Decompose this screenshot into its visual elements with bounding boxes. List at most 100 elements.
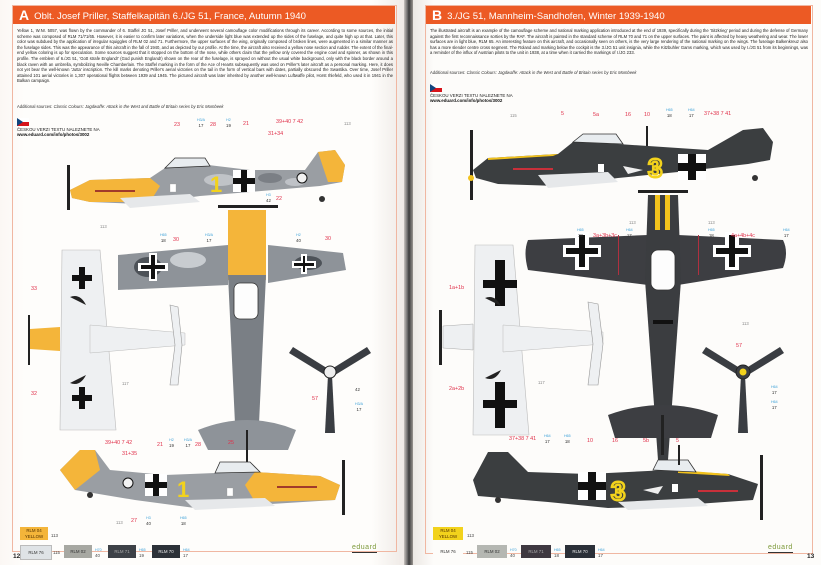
profile-a-side-view-top: 1 [67,150,345,210]
callout-label: 113 [742,321,749,326]
czech-version-link[interactable]: www.eduard.com/info/photos/3002 [430,98,503,103]
callout-label: 31+35 [122,451,138,457]
callout-label: 37+38 7 41 [509,436,537,442]
callout-label: 16 [612,438,618,444]
additional-sources: Additional sources: Classic Colours: Jag… [430,70,637,75]
profile-b-side-view-top: 3 [468,126,773,200]
callout-label: 42 [355,387,360,392]
additional-sources: Additional sources: Classic Colours: Jag… [17,104,224,109]
page-frame [425,5,813,554]
propeller-front-view [289,347,371,433]
callout-label: 1a+1b [449,285,465,291]
color-swatch-rlm71: RLM 71 [108,545,136,558]
czech-flag-icon [17,118,29,126]
czech-version-link[interactable]: www.eduard.com/info/photos/3002 [17,132,90,137]
svg-text:3: 3 [611,476,625,506]
color-swatch-rlm71: RLM 71 [521,545,551,558]
color-swatch-rlm04: RLM 04 YELLOW [433,527,463,540]
svg-text:1: 1 [210,172,222,197]
callout-label: 117 [122,381,129,386]
svg-text:1: 1 [177,477,189,502]
callout-label: 113 [629,220,636,225]
profile-a-header: A Oblt. Josef Priller, Staffelkapitän 6./… [13,6,395,24]
page-frame [12,5,397,552]
callout-label: 16 [625,112,631,118]
profile-a-side-view-bottom: 1 [60,450,345,515]
callout-label: 5 [561,111,564,117]
callout-label: 5 [676,438,679,444]
profile-title: 3./JG 51, Mannheim-Sandhofen, Winter 193… [447,11,665,22]
callout-label: 32 [31,391,37,397]
page-number: 13 [807,553,815,560]
profile-b-underside-view [439,244,604,436]
color-swatch-rlm02: RLM 02 [64,545,92,558]
callout-label: 30 [325,236,331,242]
swatch-number: 115 [53,550,60,555]
profile-b-side-view-bottom: 3 [473,445,763,520]
callout-label: 10 [587,438,593,444]
callout-label: 5a [593,112,599,118]
profile-title: Oblt. Josef Priller, Staffelkapitän 6./J… [34,11,306,22]
profile-a-top-view [118,205,346,465]
callout-label: 113 [344,121,351,126]
profile-b-top-view [525,190,786,460]
book-gutter [404,0,413,565]
callout-label: 21 [157,442,163,448]
svg-text:3: 3 [648,153,662,183]
czech-version-text: ČESKOU VERZI TEXTU NALEZNETE NA [430,93,513,98]
page-number: 12 [13,553,21,560]
profile-letter: A [19,7,30,23]
callout-label: 39+40 7 42 [105,440,133,446]
swatch-number: 115 [466,550,473,555]
color-swatch-rlm04: RLM 04 YELLOW [20,527,48,540]
profile-description: The illustrated aircraft is an example o… [430,28,808,56]
color-swatch-rlm02: RLM 02 [477,545,507,558]
page-right-profile-b: B 3./JG 51, Mannheim-Sandhofen, Winter 19… [413,0,821,565]
profile-letter: B [432,7,443,23]
callout-label: 30 [173,237,179,243]
callout-label: 25 [228,440,234,446]
callout-label: 21 [243,121,249,127]
callout-label: 23 [174,122,180,128]
eduard-logo: eduard [352,544,377,553]
color-swatch-rlm70: RLM 70 [565,545,595,558]
color-swatch-rlm70: RLM 70 [152,545,180,558]
callout-label: 57 [736,343,742,349]
callout-label: 3a+3b+3c [593,233,617,239]
swatch-number: 113 [51,533,58,538]
callout-label: 57 [312,396,318,402]
profile-description: Yellow 1, W.Nr. 5057, was flown by the c… [17,28,393,84]
page-left-profile-a: A Oblt. Josef Priller, Staffelkapitän 6./… [0,0,404,565]
callout-label: 113 [116,520,123,525]
color-swatch-rlm76: RLM 76 [20,545,52,560]
eduard-logo: eduard [768,544,793,553]
profile-b-header: B 3./JG 51, Mannheim-Sandhofen, Winter 19… [426,6,811,24]
callout-label: 5b [643,438,649,444]
callout-label: 27 [131,518,137,524]
callout-label: 113 [708,220,715,225]
callout-label: 28 [195,442,201,448]
profile-a-underside-view [28,249,186,431]
callout-label: 4a+4b+4c [731,233,755,239]
callout-label: 37+38 7 41 [704,111,732,117]
